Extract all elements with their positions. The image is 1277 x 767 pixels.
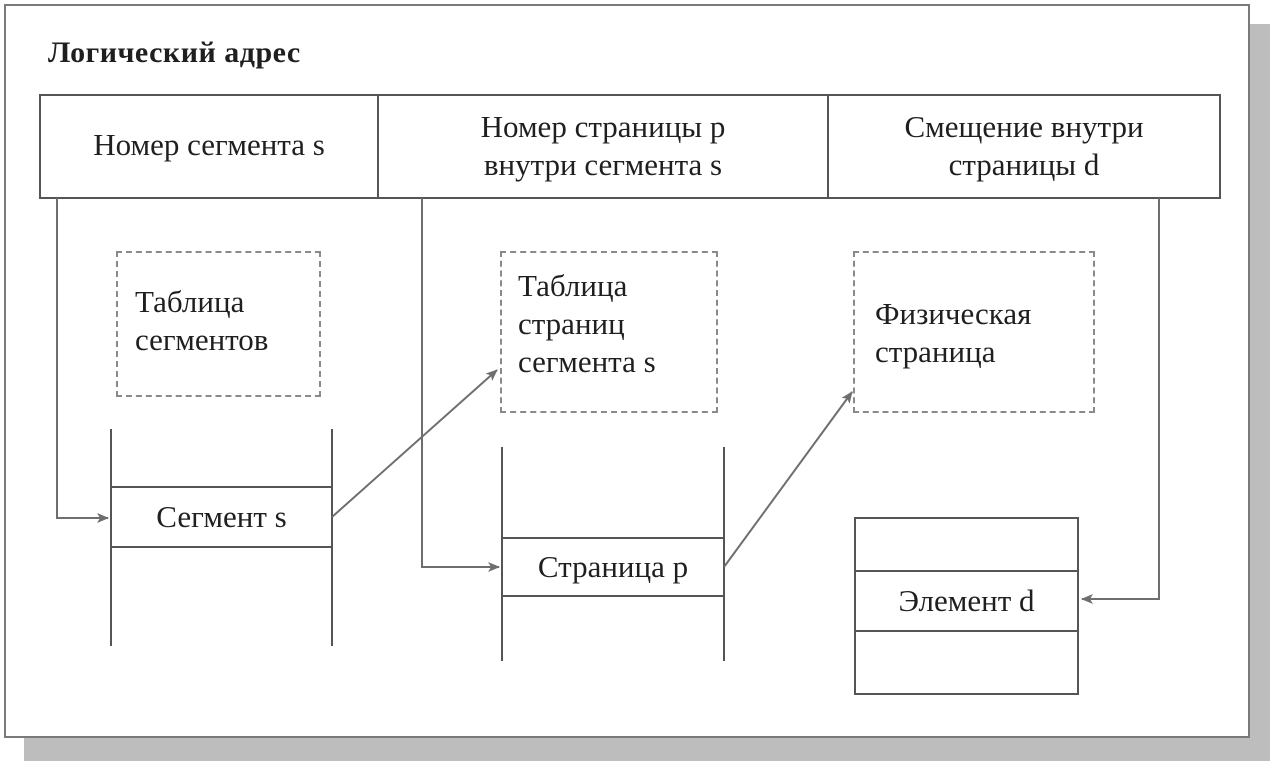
page-table-caption: Таблица страниц сегмента s bbox=[518, 267, 656, 381]
page-table-caption-box: Таблица страниц сегмента s bbox=[500, 251, 718, 413]
physical-page-caption-line2: страница bbox=[875, 334, 996, 369]
diagram-lines bbox=[39, 94, 1221, 695]
physical-page-caption: Физическая страница bbox=[875, 295, 1031, 371]
physical-page-caption-box: Физическая страница bbox=[853, 251, 1095, 413]
page-entry-label: Страница p bbox=[537, 549, 689, 584]
page-table-caption-line3: сегмента s bbox=[518, 344, 656, 379]
physical-page-block bbox=[854, 517, 1079, 695]
offset-connector bbox=[1081, 198, 1160, 604]
element-entry-label: Элемент d bbox=[898, 583, 1035, 618]
diagram-card: Логический адрес Номер сегмента s Номер … bbox=[4, 4, 1250, 738]
page-number-label-line1: Номер страницы p bbox=[480, 109, 726, 144]
segment-number-connector bbox=[56, 198, 109, 523]
page-to-physical-page-arrow bbox=[723, 391, 853, 568]
page-number-label-line2: внутри сегмента s bbox=[483, 147, 723, 182]
segment-table-caption-line1: Таблица bbox=[135, 284, 245, 319]
page-table-caption-line1: Таблица bbox=[518, 268, 628, 303]
segment-entry-label: Сегмент s bbox=[156, 499, 287, 534]
segment-table-caption-box: Таблица сегментов bbox=[116, 251, 321, 397]
offset-label-line1: Смещение внутри bbox=[904, 109, 1144, 144]
segment-table-caption-line2: сегментов bbox=[135, 322, 269, 357]
diagram-title: Логический адрес bbox=[48, 36, 301, 69]
page-table-caption-line2: страниц bbox=[518, 306, 625, 341]
page-number-field: Номер страницы p внутри сегмента s bbox=[378, 108, 828, 184]
segment-number-field: Номер сегмента s bbox=[40, 126, 378, 164]
segment-number-label: Номер сегмента s bbox=[93, 127, 325, 162]
offset-label-line2: страницы d bbox=[948, 147, 1100, 182]
physical-page-caption-line1: Физическая bbox=[875, 296, 1032, 331]
offset-field: Смещение внутри страницы d bbox=[828, 108, 1220, 184]
segment-table-caption: Таблица сегментов bbox=[135, 283, 268, 359]
page-number-connector bbox=[421, 198, 500, 572]
logical-address-bar bbox=[39, 94, 1221, 199]
segment-to-page-table-arrow bbox=[331, 369, 498, 518]
